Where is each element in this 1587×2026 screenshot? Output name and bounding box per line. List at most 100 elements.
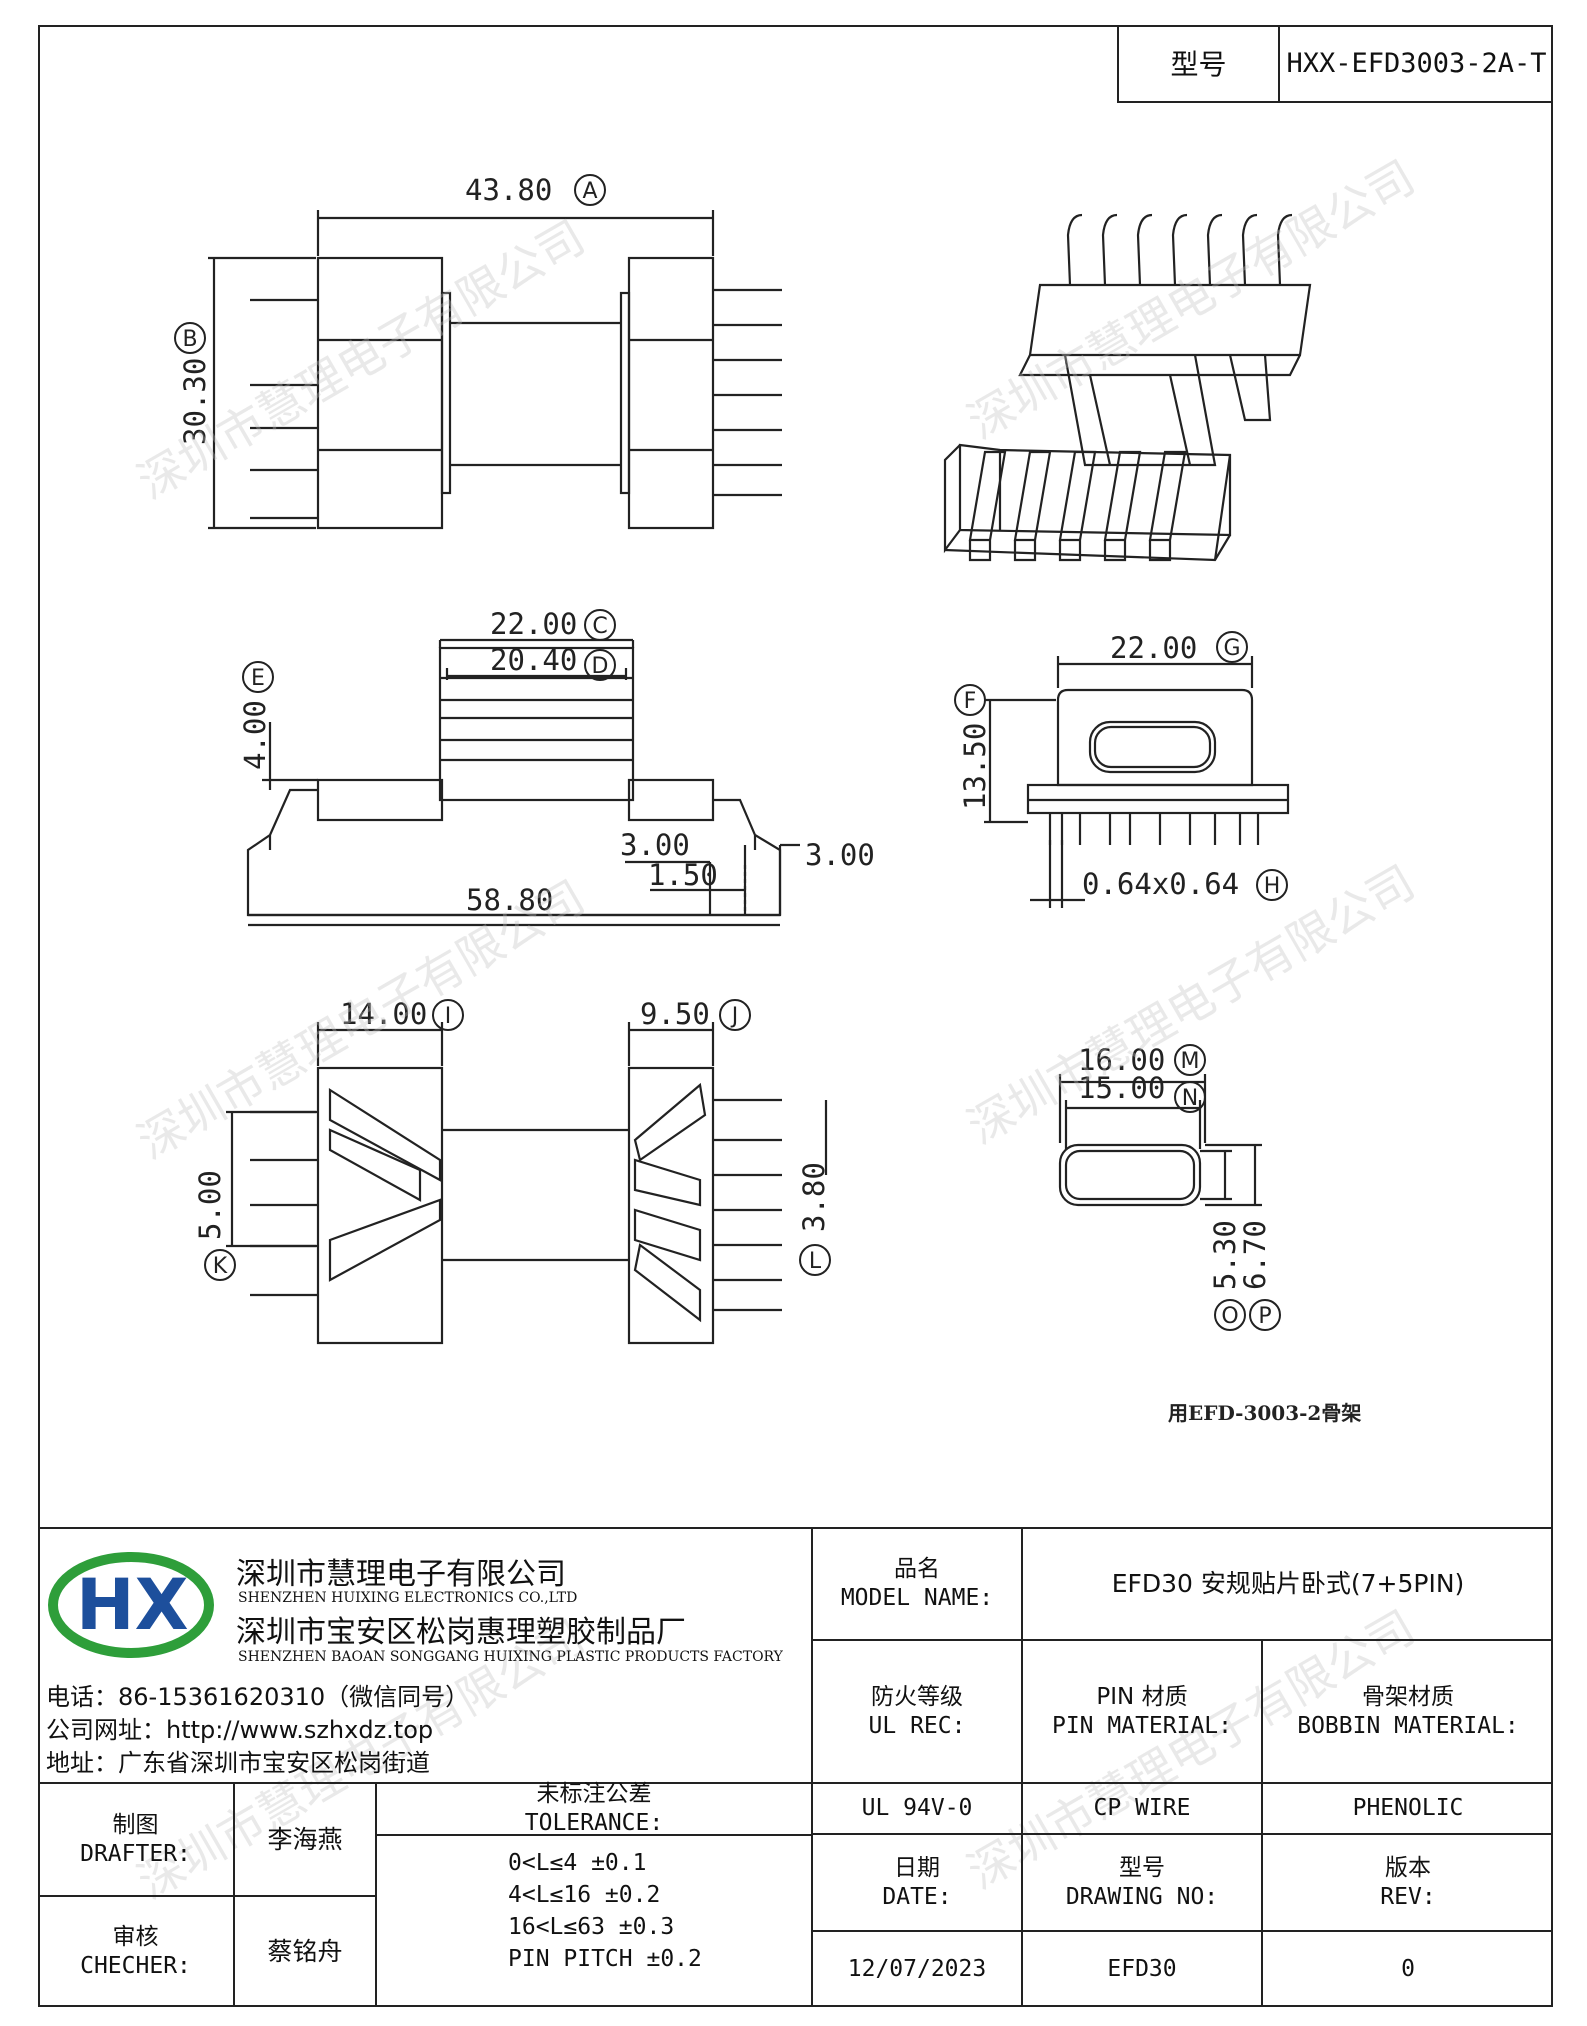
bottom-view — [226, 1022, 828, 1345]
factory-name-en: SHENZHEN BAOAN SONGGANG HUIXING PLASTIC … — [238, 1649, 783, 1665]
company-address: 地址：广东省深圳市宝安区松岗街道 — [46, 1749, 430, 1777]
dim-pin-offset-1: 3.00 — [620, 828, 690, 862]
dim-label-F: F — [964, 689, 977, 714]
dim-pin-offset-3: 3.00 — [805, 838, 875, 872]
dim-label-circle-P — [1249, 1299, 1281, 1331]
dim-L-value: 3.80 — [797, 1162, 831, 1232]
iso-pin — [1066, 213, 1083, 286]
dim-label-circle-B — [174, 322, 206, 354]
dim-K-value: 5.00 — [193, 1170, 227, 1240]
dim-label-circle-G — [1216, 631, 1248, 663]
dim-label-K: K — [213, 1254, 228, 1279]
dim-label-N: N — [1182, 1086, 1198, 1111]
drafter-name: 李海燕 — [267, 1824, 343, 1854]
date-value: 12/07/2023 — [847, 1956, 987, 1983]
iso-slot — [1148, 450, 1187, 562]
dim-G-value: 22.00 — [1110, 631, 1197, 665]
dim-F-value: 13.50 — [958, 723, 992, 810]
dim-label-L: L — [809, 1249, 822, 1274]
tolerance-line: PIN PITCH ±0.2 — [508, 1946, 702, 1972]
drawing-frame — [38, 25, 1553, 2007]
company-name-cn: 深圳市慧理电子有限公司 — [236, 1557, 566, 1592]
tolerance-table: 0<L≤4 ±0.1 4<L≤16 ±0.2 16<L≤63 ±0.3 PIN … — [508, 1847, 702, 1975]
dim-label-O: O — [1221, 1304, 1238, 1329]
rev-value: 0 — [1401, 1956, 1415, 1983]
ul-value: UL 94V-0 — [861, 1795, 973, 1822]
dim-label-circle-F — [954, 684, 986, 716]
dim-I-value: 14.00 — [340, 997, 427, 1031]
dim-D-value: 20.40 — [490, 643, 577, 677]
dim-label-D: D — [592, 654, 609, 679]
dim-C-value: 22.00 — [490, 607, 577, 641]
company-phone: 电话：86-15361620310（微信同号） — [46, 1683, 470, 1711]
factory-name-cn: 深圳市宝安区松岗惠理塑胶制品厂 — [236, 1615, 686, 1650]
model-name-value: EFD30 安规贴片卧式(7+5PIN) — [1111, 1569, 1465, 1599]
tolerance-line: 0<L≤4 ±0.1 — [508, 1850, 647, 1876]
checker-name: 蔡铭舟 — [267, 1937, 343, 1967]
dim-M-value: 16.00 — [1078, 1043, 1165, 1077]
tolerance-line: 16<L≤63 ±0.3 — [508, 1914, 675, 1940]
bobbin-caption: 用EFD-3003-2骨架 — [1168, 1401, 1361, 1425]
dim-label-J: J — [730, 1004, 739, 1029]
iso-pin — [1171, 213, 1188, 286]
dim-label-circle-M — [1174, 1044, 1206, 1076]
logo-text: HX — [76, 1564, 189, 1646]
dim-label-circle-J — [719, 999, 751, 1031]
iso-pin — [1206, 213, 1223, 286]
title-block: HX 深圳市慧理电子有限公司 SHENZHEN HUIXING ELECTRON… — [38, 1527, 1553, 2007]
dim-pin-offset-2: 1.50 — [648, 858, 718, 892]
dim-O-value: 5.30 — [1208, 1220, 1242, 1290]
dim-A-value: 43.80 — [465, 173, 552, 207]
tolerance-line: 4<L≤16 ±0.2 — [508, 1882, 661, 1908]
iso-pin — [1241, 213, 1258, 286]
iso-slot — [1103, 450, 1142, 562]
dim-label-P: P — [1258, 1304, 1271, 1329]
dim-label-circle-O — [1214, 1299, 1246, 1331]
dim-label-I: I — [445, 1004, 452, 1029]
dim-N-value: 15.00 — [1078, 1071, 1165, 1105]
end-view — [984, 656, 1290, 908]
iso-pin — [1276, 213, 1293, 286]
iso-pin — [1136, 213, 1153, 286]
dim-label-circle-A — [574, 174, 606, 206]
model-value: HXX-EFD3003-2A-T — [1286, 48, 1547, 80]
dim-label-circle-L — [799, 1244, 831, 1276]
dim-overall-value: 58.80 — [466, 883, 553, 917]
company-website: 公司网址：http://www.szhxdz.top — [46, 1716, 434, 1744]
dim-label-E: E — [251, 666, 265, 691]
company-logo: HX — [48, 1552, 214, 1658]
dim-J-value: 9.50 — [640, 997, 710, 1031]
dim-E-value: 4.00 — [238, 700, 272, 770]
iso-pin — [1101, 213, 1118, 286]
side-view — [246, 638, 800, 927]
iso-slot — [1058, 450, 1097, 562]
dim-H-value: 0.64x0.64 — [1082, 867, 1239, 901]
drawing-no-value: EFD30 — [1107, 1956, 1177, 1983]
dim-label-G: G — [1223, 636, 1240, 661]
dim-label-B: B — [182, 327, 197, 352]
dim-label-circle-C — [584, 609, 616, 641]
dim-label-circle-N — [1174, 1081, 1206, 1113]
dim-label-M: M — [1181, 1049, 1200, 1074]
header-divider — [1278, 25, 1280, 102]
header-divider — [1117, 25, 1119, 102]
top-view — [208, 210, 782, 530]
dim-label-circle-E — [242, 661, 274, 693]
header-divider — [1117, 101, 1553, 103]
dim-P-value: 6.70 — [1238, 1220, 1272, 1290]
pin-material-value: CP WIRE — [1093, 1795, 1191, 1822]
dim-label-circle-K — [204, 1249, 236, 1281]
dim-label-A: A — [582, 179, 597, 204]
dim-label-circle-D — [584, 649, 616, 681]
bobbin-material-value: PHENOLIC — [1352, 1795, 1464, 1822]
model-label: 型号 — [1170, 47, 1227, 81]
dim-label-circle-H — [1256, 869, 1288, 901]
